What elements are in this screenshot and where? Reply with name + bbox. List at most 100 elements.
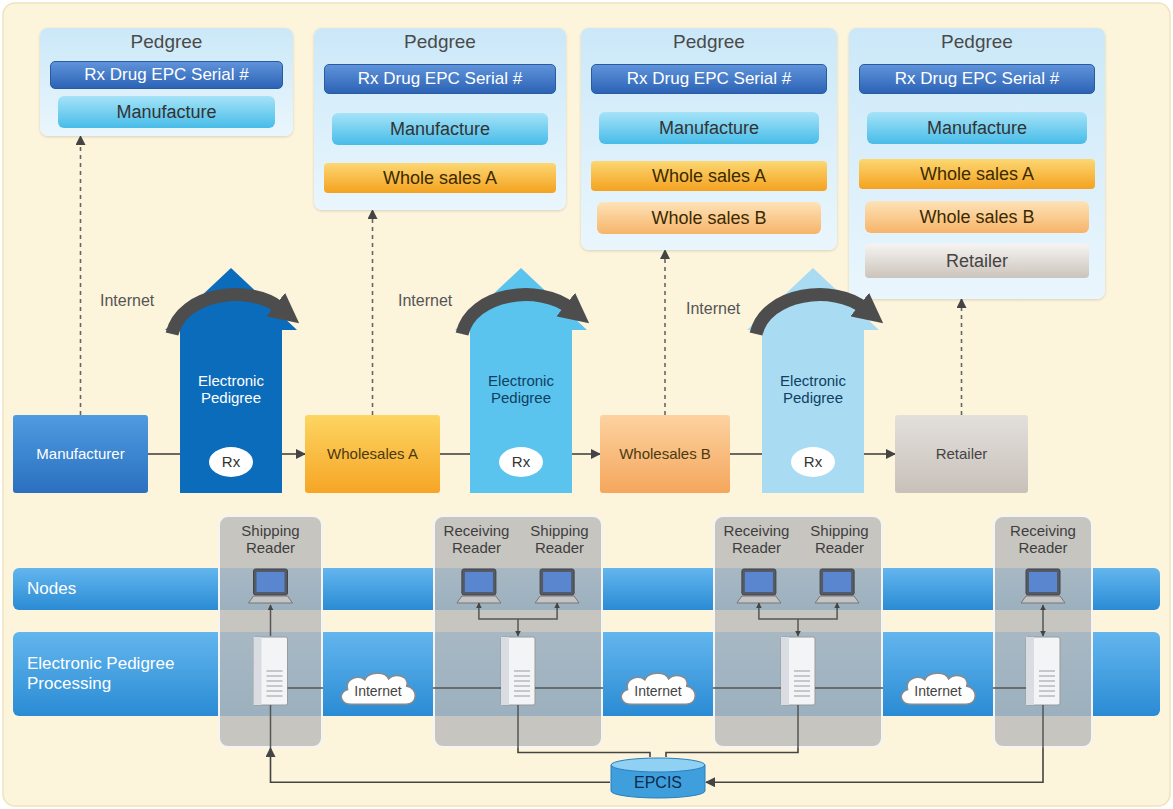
- wire-line: [797, 705, 799, 748]
- node-text: Shipping Reader: [800, 522, 880, 557]
- connector: [706, 748, 1043, 782]
- node-text: Wholesales A: [327, 445, 418, 462]
- connector: [282, 453, 305, 455]
- internet-arrow: [462, 295, 570, 334]
- serial-bar: Rx Drug EPC Serial #: [591, 64, 827, 94]
- dashed-arrow: [80, 136, 82, 415]
- node-text: Rx: [804, 453, 822, 470]
- node-text: Manufacturer: [36, 445, 124, 462]
- server-grille: [794, 695, 810, 697]
- arrow-shape: [747, 268, 879, 493]
- party-box: Retailer: [895, 415, 1028, 493]
- wire-line: [535, 687, 603, 689]
- node-text: Shipping Reader: [520, 522, 600, 557]
- node-text: Receiving Reader: [437, 522, 517, 557]
- pedigree-arrow: Electronic PedigreeRx: [180, 330, 282, 493]
- arrow-shape: [455, 268, 587, 493]
- cloud-shape: [621, 673, 695, 704]
- node-text: Internet: [354, 683, 401, 699]
- laptop-base: [249, 596, 293, 603]
- page-ground: [3, 3, 1170, 806]
- node-text: Shipping Reader: [223, 522, 318, 557]
- node-text: EPCIS: [634, 774, 682, 792]
- history-bar: Manufacture: [599, 112, 819, 144]
- cloud-shape: [901, 673, 975, 704]
- connector: [440, 453, 470, 455]
- laptop-screen: [540, 569, 574, 595]
- reader-panel: Shipping Reader: [218, 515, 323, 748]
- rx-circle: Rx: [209, 447, 253, 477]
- internet-cloud: Internet: [337, 670, 419, 706]
- database-cylinder: EPCIS: [610, 757, 706, 799]
- laptop-base: [815, 596, 859, 603]
- serial-bar: Rx Drug EPC Serial #: [50, 61, 283, 89]
- node-text: Nodes: [27, 579, 76, 599]
- arrow-shape: [165, 268, 297, 493]
- server-grille: [794, 675, 810, 677]
- server-side: [254, 637, 262, 705]
- laptop-screen: [254, 569, 288, 595]
- internet-arrow: [756, 295, 864, 334]
- server-tower: [501, 637, 535, 705]
- internet-cloud: Internet: [897, 670, 979, 706]
- laptop-screen: [820, 569, 854, 595]
- connector: [518, 748, 650, 757]
- pedigree-panel: PedgreeRx Drug EPC Serial #Manufacture: [40, 28, 293, 136]
- node-text: Receiving Reader: [998, 522, 1088, 557]
- node-text: Retailer: [936, 445, 988, 462]
- node-text: Manufacture: [390, 119, 490, 140]
- server-tower: [254, 637, 288, 705]
- laptop-screen: [742, 569, 776, 595]
- reader-panel: Receiving Reader: [993, 515, 1093, 748]
- server-grille: [267, 685, 283, 687]
- server-grille: [1039, 690, 1055, 692]
- internet-label: Internet: [686, 300, 740, 318]
- node-text: Rx Drug EPC Serial #: [627, 69, 791, 89]
- server-grille: [514, 680, 530, 682]
- cloud-shape: [341, 673, 415, 704]
- node-text: Manufacture: [116, 102, 216, 123]
- history-bar: Whole sales A: [859, 159, 1095, 189]
- history-bar: Manufacture: [58, 96, 275, 128]
- history-bar: Whole sales B: [865, 201, 1089, 233]
- party-box: Wholesales A: [305, 415, 440, 493]
- dashed-arrow: [664, 250, 666, 415]
- node-text: Electronic Pedigree: [182, 372, 280, 407]
- node-text: Receiving Reader: [717, 522, 797, 557]
- dashed-arrow: [372, 210, 374, 415]
- wire-line: [759, 603, 837, 619]
- serial-bar: Rx Drug EPC Serial #: [859, 64, 1095, 94]
- party-box: Manufacturer: [13, 415, 148, 493]
- node-text: Whole sales B: [651, 208, 766, 229]
- server-grille: [267, 690, 283, 692]
- pedigree-arrow: Electronic PedigreeRx: [470, 330, 572, 493]
- server-tower: [1026, 637, 1060, 705]
- dashed-arrow: [961, 299, 963, 415]
- server-grille: [1039, 685, 1055, 687]
- laptop-screen: [462, 569, 496, 595]
- pedigree-panel: PedgreeRx Drug EPC Serial #ManufactureWh…: [581, 28, 837, 250]
- node-text: Rx: [512, 453, 530, 470]
- wire-line: [517, 705, 519, 748]
- rx-circle: Rx: [791, 447, 835, 477]
- internet-label: Internet: [100, 292, 154, 310]
- node-text: Manufacture: [927, 118, 1027, 139]
- pedigree-arrow: Electronic PedigreeRx: [762, 330, 864, 493]
- laptop-base: [457, 596, 501, 603]
- history-bar: Whole sales B: [597, 202, 821, 234]
- connector: [572, 453, 600, 455]
- node-text: Rx Drug EPC Serial #: [895, 69, 1059, 89]
- server-grille: [794, 685, 810, 687]
- server-grille: [1039, 675, 1055, 677]
- server-side: [501, 637, 509, 705]
- node-text: Electronic Pedigree Processing: [27, 654, 212, 693]
- server-side: [1026, 637, 1034, 705]
- pedigree-panel: PedgreeRx Drug EPC Serial #ManufactureWh…: [849, 28, 1105, 299]
- server-grille: [514, 675, 530, 677]
- pedigree-panel: PedgreeRx Drug EPC Serial #ManufactureWh…: [314, 28, 566, 210]
- server-grille: [1039, 695, 1055, 697]
- node-text: Whole sales A: [383, 168, 497, 189]
- connector: [148, 453, 180, 455]
- wire-line: [713, 687, 781, 689]
